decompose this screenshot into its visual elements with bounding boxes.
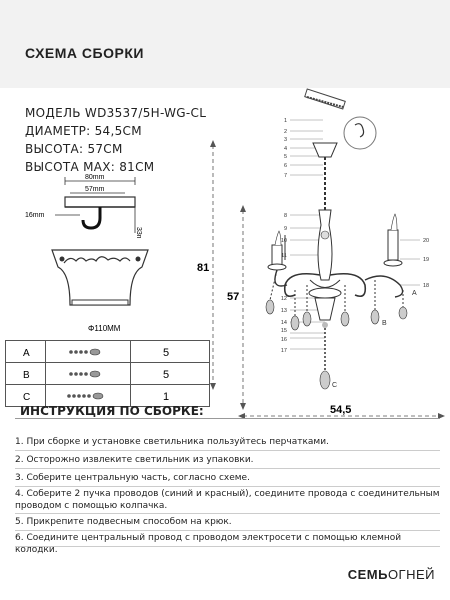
callout-label: 5 — [284, 154, 287, 160]
hook-icon — [81, 207, 102, 230]
instruction-step: 6. Соедините центральный провод с провод… — [15, 533, 402, 555]
instruction-step: 4. Соберите 2 пучка проводов (синий и кр… — [15, 489, 440, 511]
dim-body-height: 57 — [227, 291, 239, 303]
divider — [15, 486, 440, 487]
detail-zoom-icon — [343, 116, 377, 150]
callout-label: 20 — [423, 238, 429, 244]
crystal-label-a: A — [412, 290, 417, 297]
hook-dim-top: 80mm — [85, 174, 105, 181]
brand-bold: СЕМЬ — [347, 567, 388, 582]
model-name: МОДЕЛЬ WD3537/5H-WG-CL — [25, 106, 207, 120]
callout-label: 6 — [284, 163, 287, 169]
page-title: СХЕМА СБОРКИ — [25, 45, 144, 61]
dim-total-height: 81 — [197, 262, 209, 274]
ceiling-hatch-icon — [304, 88, 346, 110]
crystal-bead-icon — [67, 392, 104, 400]
instructions-title: ИНСТРУКЦИЯ ПО СБОРКЕ: — [20, 404, 204, 418]
canopy-diameter: Φ110MM — [88, 324, 121, 333]
hook-dim-right: 33mm — [135, 227, 142, 238]
spec-height-max: ВЫСОТА MAX: 81СМ — [25, 160, 155, 174]
table-row-letter: B — [23, 370, 30, 381]
divider — [15, 468, 440, 469]
instruction-step: 3. Соберите центральную часть, согласно … — [15, 473, 250, 483]
hook-diagram: 80mm 57mm 33mm 16mm — [25, 174, 142, 238]
instruction-step: 5. Прикрепите подвесным способом на крюк… — [15, 517, 232, 527]
callout-label: 15 — [281, 328, 287, 334]
parts-table: A 5 B 5 C 1 — [5, 340, 210, 407]
crystal-label-c: C — [332, 382, 337, 389]
callout-label: 7 — [284, 173, 287, 179]
canopy-ornament-icon — [63, 256, 131, 264]
hook-dim-mid: 57mm — [85, 186, 105, 193]
crystal-bead-icon — [69, 348, 101, 356]
callout-label: 17 — [281, 348, 287, 354]
callout-label: 3 — [284, 137, 287, 143]
callout-label: 18 — [423, 283, 429, 289]
crystal-bead-icon — [69, 370, 101, 378]
callout-label: 16 — [281, 337, 287, 343]
callout-label: 19 — [423, 257, 429, 263]
divider — [15, 450, 440, 451]
instruction-step: 1. При сборке и установке светильника по… — [15, 437, 329, 447]
divider — [15, 546, 440, 547]
chandelier-icon — [265, 142, 408, 390]
callout-label: 11 — [281, 253, 287, 259]
instruction-step: 2. Осторожно извлеките светильник из упа… — [15, 455, 254, 465]
callout-label: 12 — [281, 296, 287, 302]
callout-label: 8 — [284, 213, 287, 219]
brand-light: ОГНЕЙ — [387, 567, 435, 582]
header-band: СХЕМА СБОРКИ — [0, 0, 450, 88]
divider — [15, 418, 440, 419]
spec-height: ВЫСОТА: 57СМ — [25, 142, 123, 156]
table-row-letter: C — [23, 392, 30, 403]
callout-label: 14 — [281, 320, 287, 326]
callout-label: 13 — [281, 308, 287, 314]
hook-dim-left: 16mm — [25, 212, 45, 219]
divider — [15, 530, 440, 531]
chandelier-diagram: 81 57 54,5 1 2 3 4 5 6 7 8 9 10 11 — [197, 88, 445, 419]
table-row-qty: 5 — [163, 369, 169, 381]
callout-label: 10 — [281, 238, 287, 244]
canopy-diagram: Φ110MM — [51, 249, 149, 333]
callout-label: 4 — [284, 146, 287, 152]
callout-label: 2 — [284, 129, 287, 135]
table-row-qty: 5 — [163, 347, 169, 359]
dim-width: 54,5 — [330, 404, 351, 416]
crystal-label-b: B — [382, 320, 387, 327]
callout-label: 1 — [284, 118, 287, 124]
divider — [15, 513, 440, 514]
spec-diameter: ДИАМЕТР: 54,5СМ — [25, 124, 142, 138]
table-row-qty: 1 — [163, 391, 169, 403]
brand-logo: СЕМЬОГНЕЙ — [348, 567, 435, 582]
callout-label: 9 — [284, 226, 287, 232]
table-row-letter: A — [23, 348, 30, 359]
